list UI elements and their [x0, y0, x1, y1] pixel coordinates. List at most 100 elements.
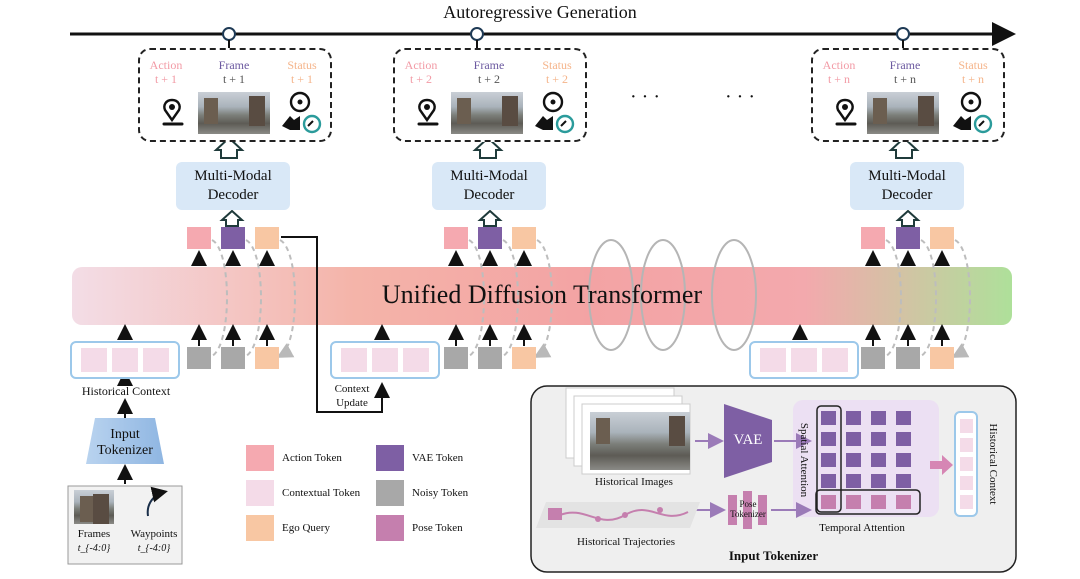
- frames-label: Frames: [77, 528, 111, 540]
- legend-label-noisy: Noisy Token: [412, 487, 469, 499]
- legend-swatch-action: [246, 445, 274, 471]
- context-update-label: Context Update: [324, 382, 380, 410]
- historical-images-thumbnail: [590, 412, 690, 470]
- vae-token-cell: [871, 411, 886, 425]
- vae-token-cell: [846, 411, 861, 425]
- ellipsis-1: · · ·: [630, 86, 660, 108]
- pose-token-cell: [846, 495, 861, 509]
- vae-token: [221, 227, 245, 249]
- waypoints-label: Waypoints: [130, 528, 178, 540]
- vae-token-cell: [821, 474, 836, 488]
- udt-label: Unified Diffusion Transformer: [381, 280, 703, 309]
- frame-thumbnail: [198, 92, 270, 134]
- status-label: Status: [287, 58, 317, 72]
- input-tokenizer-line2: Tokenizer: [97, 443, 153, 458]
- historical-trajectories-label: Historical Trajectories: [576, 536, 676, 548]
- decoder-line1: Multi-Modal: [450, 168, 528, 184]
- action-token: [861, 227, 885, 249]
- action-label: Action: [404, 58, 438, 72]
- frame-time: t + 1: [222, 72, 246, 86]
- input-tokenizer-shape: [86, 418, 164, 464]
- legend-swatch-vae: [376, 445, 404, 471]
- output-box-stepn: Action t + n Frame t + n Status t + n: [811, 48, 1005, 142]
- timeline-node-2: [470, 27, 484, 41]
- action-time: t + n: [827, 72, 851, 86]
- ellipsis-2: · · ·: [725, 86, 755, 108]
- tokenizer-panel-title: Input Tokenizer: [728, 548, 819, 563]
- historical-context-label: Historical Context: [81, 384, 171, 398]
- status-label: Status: [958, 58, 988, 72]
- status-label: Status: [542, 58, 572, 72]
- ego-query-token: [930, 227, 954, 249]
- decoder-line2: Decoder: [207, 187, 259, 203]
- action-token: [444, 227, 468, 249]
- pose-tokenizer-line1: Pose: [739, 499, 757, 509]
- decoder-line1: Multi-Modal: [868, 168, 946, 184]
- frame-label: Frame: [473, 58, 505, 72]
- pose-tokenizer-label: Pose Tokenizer: [722, 499, 774, 519]
- frame-time: t + n: [893, 72, 917, 86]
- steering-wheel-icon: [953, 91, 993, 134]
- status-time: t + 2: [545, 72, 569, 86]
- decoder-line1: Multi-Modal: [194, 168, 272, 184]
- pose-token-cell: [871, 495, 886, 509]
- ego-query-token: [255, 227, 279, 249]
- vae-token: [896, 227, 920, 249]
- noisy-token: [221, 347, 245, 369]
- legend-swatch-noisy: [376, 480, 404, 506]
- historical-context-tokens-n: [749, 341, 859, 379]
- steering-wheel-icon: [282, 91, 322, 134]
- temporal-attention-label: Temporal Attention: [819, 522, 905, 534]
- attention-grid: [821, 411, 911, 509]
- status-time: t + n: [961, 72, 985, 86]
- vae-token-cell: [821, 453, 836, 467]
- multimodal-decoder-n: Multi-Modal Decoder: [850, 162, 964, 210]
- timeline-node-n: [896, 27, 910, 41]
- historical-context-vertical-label: Historical Context: [987, 423, 999, 505]
- vae-token-cell: [896, 432, 911, 446]
- pose-token-cell: [896, 495, 911, 509]
- noisy-token: [444, 347, 468, 369]
- decoder-line2: Decoder: [463, 187, 515, 203]
- output-box-step2: Action t + 2 Frame t + 2 Status t + 2: [393, 48, 587, 142]
- noisy-token: [861, 347, 885, 369]
- action-time: t + 2: [409, 72, 433, 86]
- vae-shape: [724, 404, 772, 478]
- legend-label-ego: Ego Query: [282, 522, 330, 534]
- udt-bar: [72, 267, 1012, 325]
- legend-label-contextual: Contextual Token: [282, 487, 361, 499]
- frame-thumbnail: [451, 92, 523, 134]
- ego-query-token: [512, 227, 536, 249]
- status-time: t + 1: [290, 72, 314, 86]
- location-pin-icon: [162, 98, 184, 126]
- noisy-token: [896, 347, 920, 369]
- frame-time: t + 2: [477, 72, 501, 86]
- legend-label-vae: VAE Token: [412, 452, 464, 464]
- output-box-step1: Action t + 1 Frame t + 1 Status t + 1: [138, 48, 332, 142]
- input-tokenizer-line1: Input: [110, 427, 140, 442]
- legend-swatch-ego: [246, 515, 274, 541]
- waypoints-time: t_{-4:0}: [137, 543, 171, 554]
- historical-context-tokens-1: [70, 341, 180, 379]
- action-token: [187, 227, 211, 249]
- context-update-line2: Update: [336, 397, 368, 409]
- ego-query-token: [512, 347, 536, 369]
- action-label: Action: [822, 58, 856, 72]
- location-pin-icon: [835, 98, 857, 126]
- spatial-attention-label: Spatial Attention: [798, 422, 810, 498]
- vae-token-cell: [896, 474, 911, 488]
- historical-images-label: Historical Images: [595, 476, 673, 488]
- frames-thumbnail: [74, 490, 114, 524]
- vae-token-cell: [821, 432, 836, 446]
- action-time: t + 1: [154, 72, 178, 86]
- vae-token-cell: [871, 432, 886, 446]
- timeline-node-1: [222, 27, 236, 41]
- pose-tokenizer-line2: Tokenizer: [730, 509, 766, 519]
- multimodal-decoder-1: Multi-Modal Decoder: [176, 162, 290, 210]
- legend-swatch-pose: [376, 515, 404, 541]
- legend-label-action: Action Token: [282, 452, 342, 464]
- frame-label: Frame: [218, 58, 250, 72]
- action-label: Action: [149, 58, 183, 72]
